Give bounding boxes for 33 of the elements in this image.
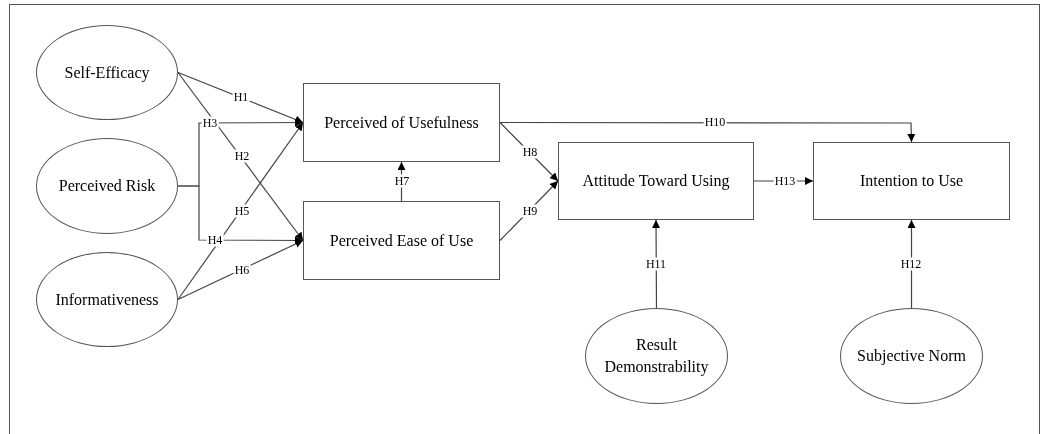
arrow (652, 219, 661, 309)
construct-box (303, 201, 500, 280)
node-label: Perceived Ease of Use (329, 230, 474, 251)
edge-label: H5 (233, 204, 251, 218)
node-label: Attitude Toward Using (582, 171, 730, 192)
edge-label: H3 (201, 116, 219, 130)
construct-box (303, 83, 500, 162)
edge-label: H13 (773, 174, 797, 188)
edge-label: H4 (206, 233, 224, 247)
arrow (177, 121, 304, 301)
node-label: Perceived Risk (58, 176, 156, 196)
edge-label: H11 (644, 257, 668, 271)
edge-label: H10 (703, 115, 727, 129)
arrow (499, 121, 559, 182)
node-label: Informativeness (55, 289, 159, 310)
edge-label: H1 (232, 90, 250, 104)
node-label: Self-Efficacy (64, 62, 150, 84)
edge-label: H2 (233, 149, 251, 163)
node-label: Perceived of Usefulness (324, 112, 479, 133)
node-label: Result Demonstrability (603, 335, 710, 378)
arrow (499, 180, 559, 242)
edge-label: H9 (521, 204, 539, 218)
edge-label: H6 (233, 263, 251, 277)
arrow (907, 219, 916, 309)
edge-label: H7 (393, 174, 411, 188)
construct-box (558, 142, 754, 220)
arrow (499, 121, 916, 143)
arrow (177, 239, 304, 301)
construct-box (813, 142, 1010, 220)
edge-label: H12 (899, 257, 923, 271)
arrow (177, 71, 304, 242)
node-label: Intention to Use (859, 171, 964, 191)
node-label: Subjective Norm (857, 346, 966, 367)
